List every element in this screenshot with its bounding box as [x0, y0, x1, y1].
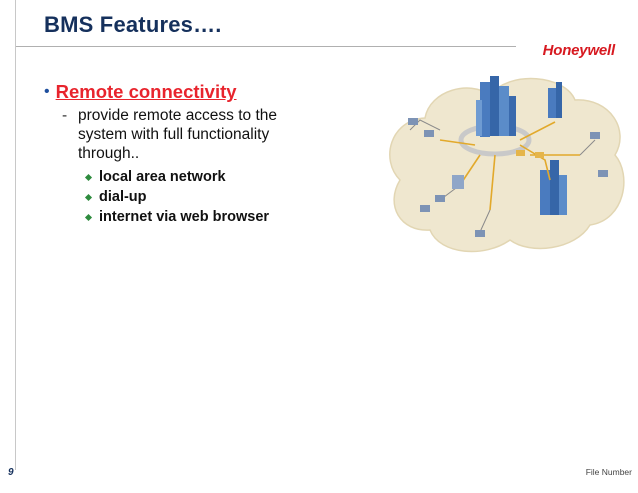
- item-list: local area network dial-up internet via …: [84, 167, 344, 227]
- central-buildings-icon: [476, 76, 516, 137]
- diamond-bullet-icon: [84, 173, 93, 181]
- sub-bullet: - provide remote access to the system wi…: [62, 106, 293, 163]
- list-item: internet via web browser: [84, 207, 344, 227]
- bullet-dot-icon: •: [44, 83, 50, 100]
- list-item: dial-up: [84, 187, 344, 207]
- slide-title: BMS Features….: [44, 12, 222, 37]
- bullet-remote-connectivity: • Remote connectivity: [44, 80, 344, 104]
- right-tower-icon: [540, 82, 567, 215]
- network-illustration: [389, 76, 625, 253]
- bullet-label: Remote connectivity: [55, 81, 237, 102]
- list-item: local area network: [84, 167, 344, 187]
- diamond-bullet-icon: [84, 193, 93, 201]
- title-divider: [16, 46, 516, 47]
- device-icons: [408, 118, 608, 237]
- list-item-label: dial-up: [99, 189, 147, 205]
- page-number: 9: [8, 467, 14, 478]
- left-rule: [15, 0, 16, 470]
- list-item-label: local area network: [99, 169, 226, 185]
- sub-bullet-text: provide remote access to the system with…: [78, 107, 278, 162]
- diamond-bullet-icon: [84, 213, 93, 221]
- list-item-label: internet via web browser: [99, 209, 270, 225]
- dash-icon: -: [62, 107, 68, 124]
- router-icons: [516, 150, 544, 158]
- footer-file-number: File Number: [585, 467, 632, 477]
- slide-content: • Remote connectivity - provide remote a…: [44, 80, 344, 227]
- network-lines: [439, 121, 580, 211]
- honeywell-logo: Honeywell: [542, 42, 616, 59]
